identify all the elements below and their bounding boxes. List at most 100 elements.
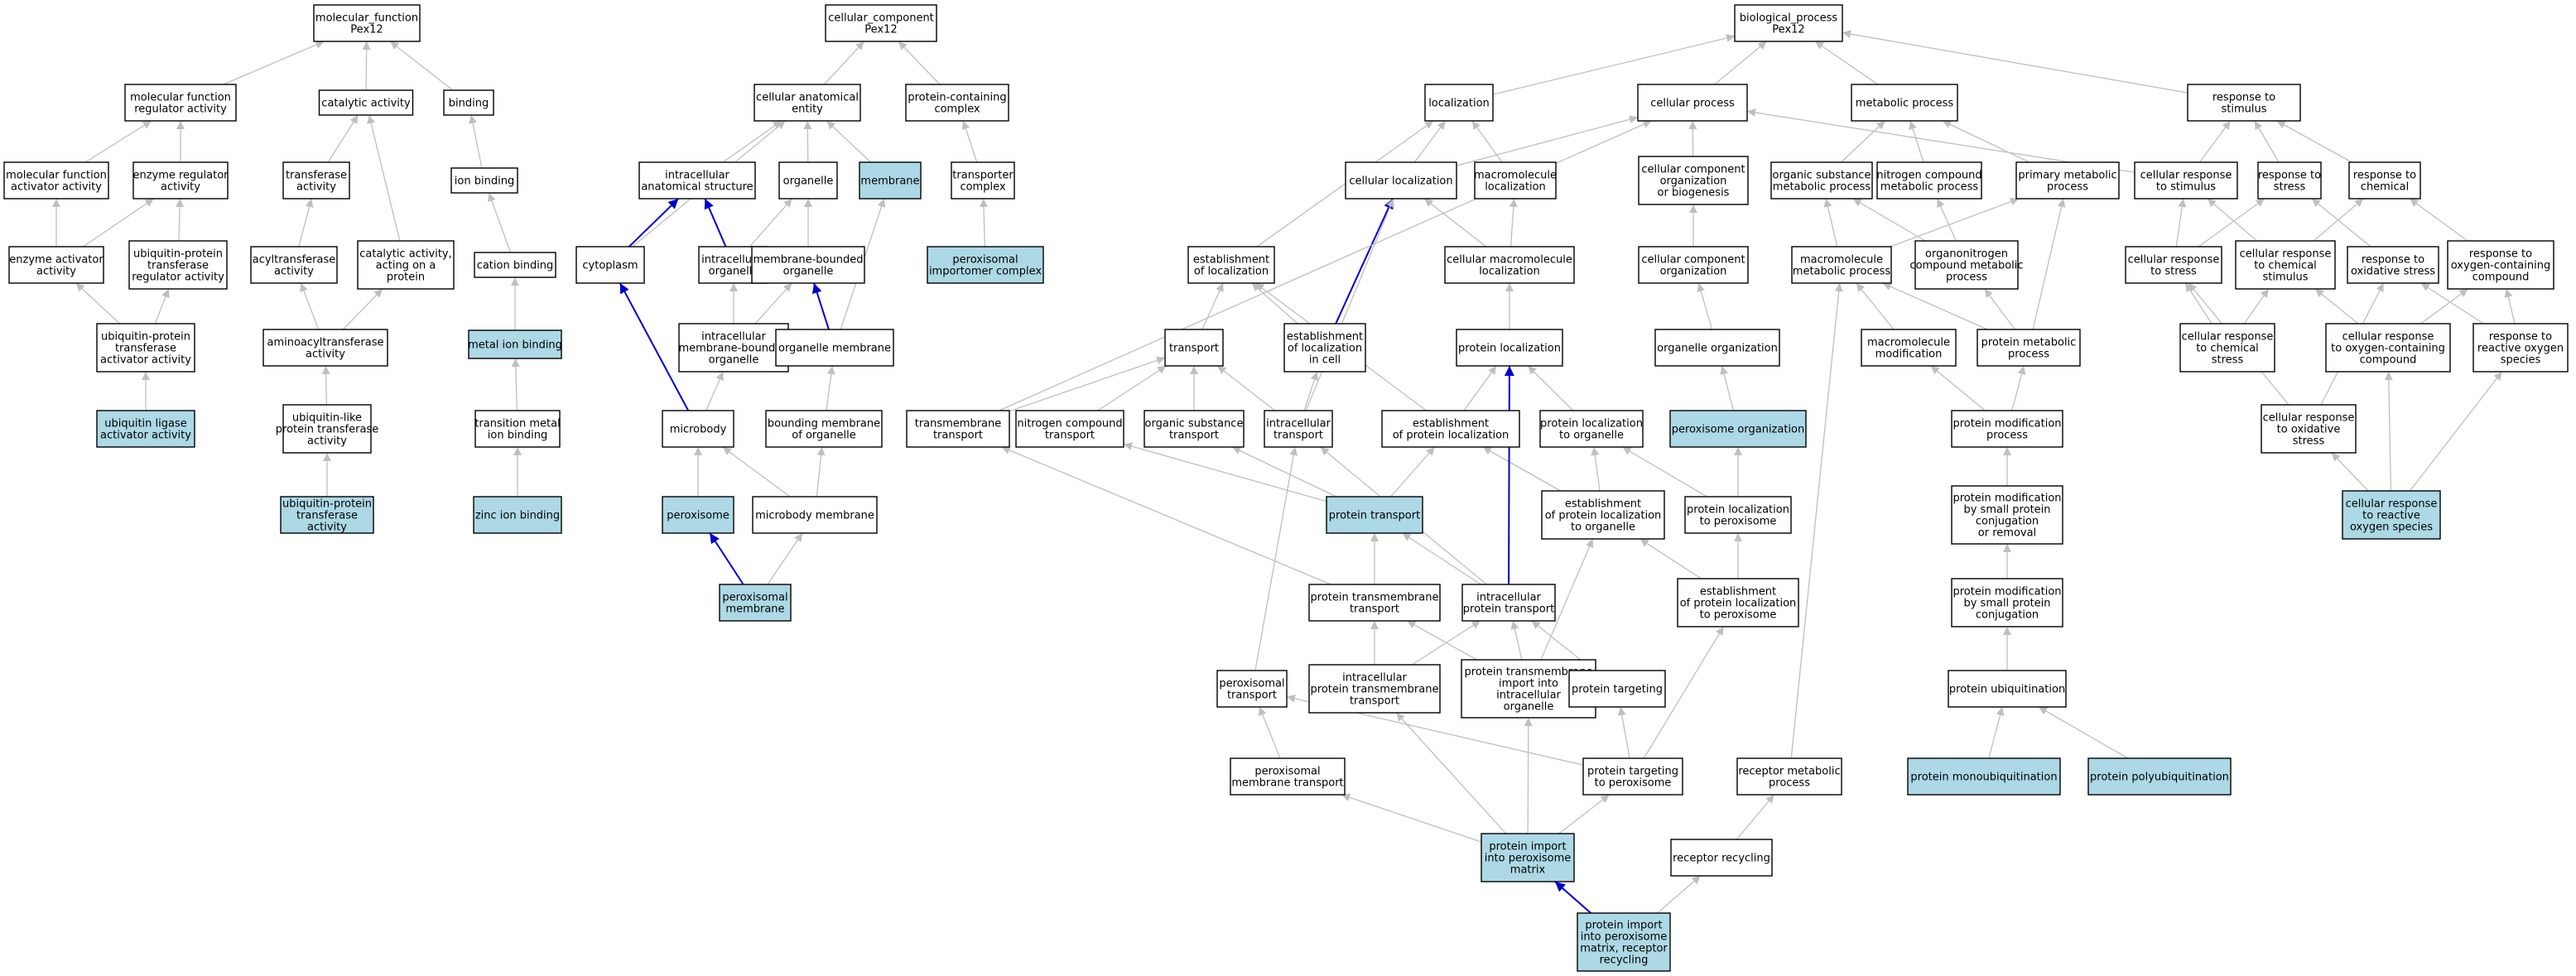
node-org_org[interactable]: organelle organization bbox=[1654, 329, 1780, 367]
node-peroxisome[interactable]: peroxisome bbox=[662, 496, 734, 534]
node-ion_binding[interactable]: ion binding bbox=[450, 167, 518, 194]
node-cation[interactable]: cation binding bbox=[474, 252, 556, 278]
node-localization[interactable]: localization bbox=[1424, 84, 1494, 122]
node-mb_mem[interactable]: microbody membrane bbox=[752, 496, 878, 534]
node-cell_loc[interactable]: cellular localization bbox=[1345, 161, 1457, 200]
node-ptarget[interactable]: protein targeting bbox=[1568, 670, 1666, 708]
node-rrec[interactable]: receptor recycling bbox=[1670, 839, 1773, 877]
node-metab[interactable]: metabolic process bbox=[1851, 84, 1958, 122]
node-pmono[interactable]: protein monoubiquitination bbox=[1907, 757, 2061, 796]
node-ppoly[interactable]: protein polyubiquitination bbox=[2087, 757, 2232, 796]
node-cell_proc[interactable]: cellular process bbox=[1637, 84, 1748, 122]
node-prot_trans[interactable]: protein transport bbox=[1326, 496, 1423, 534]
node-catalytic[interactable]: catalytic activity bbox=[318, 89, 414, 116]
node-microbody[interactable]: microbody bbox=[662, 410, 734, 448]
node-org_mem[interactable]: organelle membrane bbox=[775, 329, 894, 367]
node-metal[interactable]: metal ion binding bbox=[468, 329, 562, 359]
node-binding[interactable]: binding bbox=[443, 89, 494, 116]
node-prot_loc[interactable]: protein localization bbox=[1456, 329, 1563, 367]
node-organelle[interactable]: organelle bbox=[778, 161, 838, 200]
node-zinc[interactable]: zinc ion binding bbox=[473, 496, 562, 534]
node-pub[interactable]: protein ubiquitination bbox=[1948, 670, 2067, 708]
node-perox_org[interactable]: peroxisome organization bbox=[1669, 410, 1807, 448]
node-cytoplasm[interactable]: cytoplasm bbox=[575, 246, 645, 284]
node-transport[interactable]: transport bbox=[1164, 329, 1224, 367]
node-membrane[interactable]: membrane bbox=[859, 161, 922, 200]
